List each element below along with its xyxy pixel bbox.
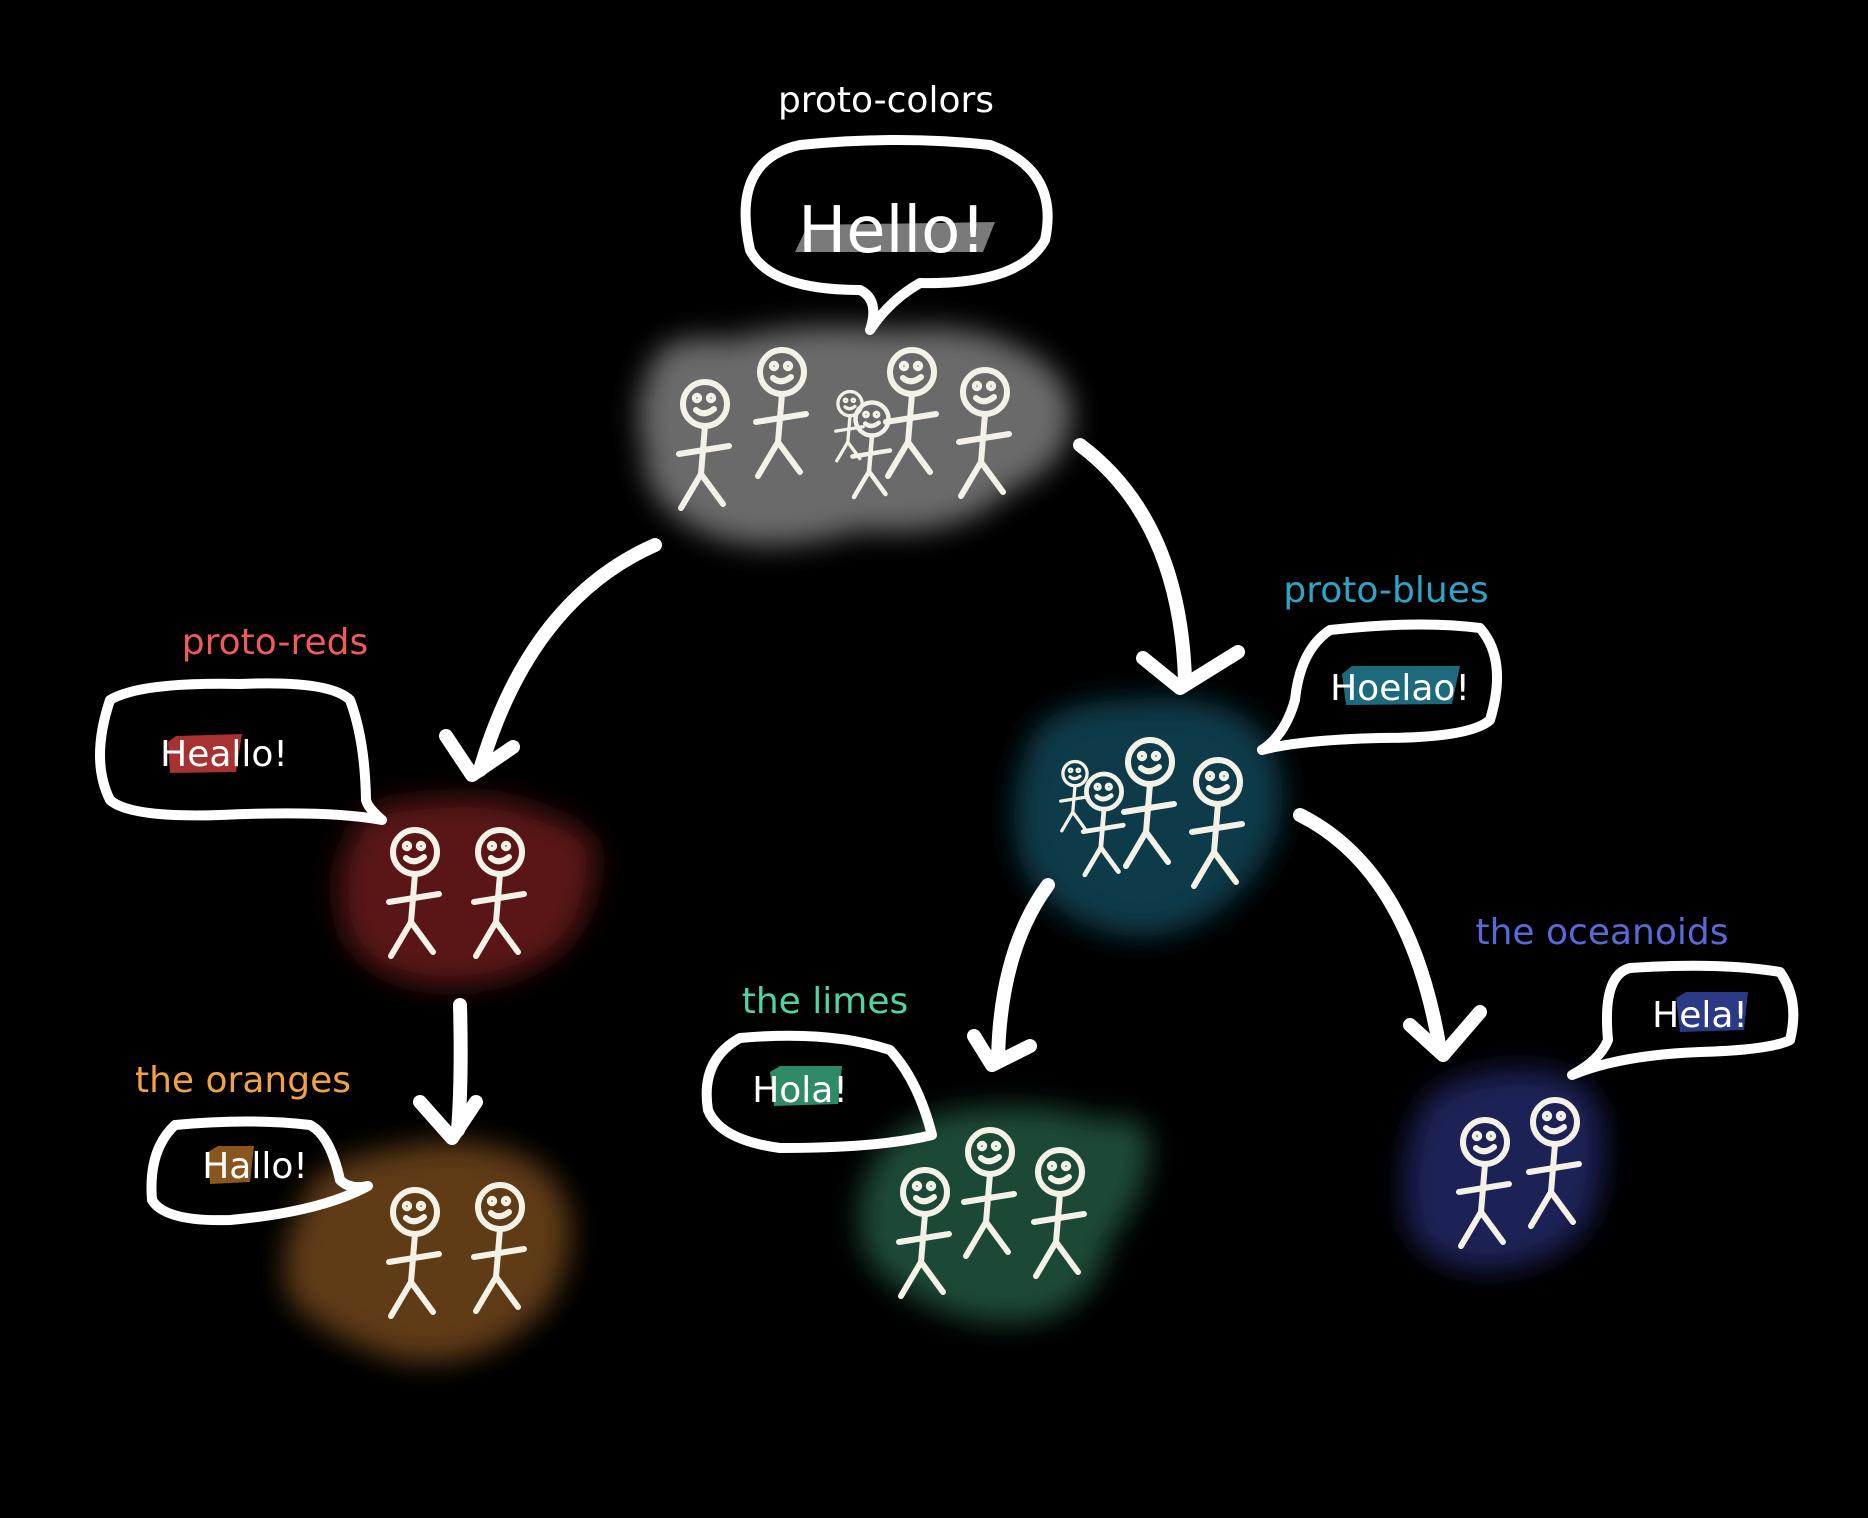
arrow-proto-colors-to-proto-blues: [1073, 438, 1245, 695]
greeting-highlight: [770, 1066, 842, 1106]
speech-bubble-the-oranges: Hallo!: [146, 1116, 373, 1226]
bubble-outline: [701, 1030, 937, 1153]
arrow-proto-reds-to-the-oranges: [413, 998, 483, 1145]
arrow-proto-colors-to-proto-reds: [439, 538, 662, 782]
bubble-outline: [146, 1116, 373, 1226]
blob-fill: [1404, 1069, 1604, 1270]
bubble-outline: [740, 135, 1053, 335]
arrow-head: [1136, 645, 1245, 695]
group-label-proto-blues: proto-blues: [1283, 570, 1488, 611]
greeting-highlight: [795, 222, 995, 252]
greeting-highlight: [1342, 666, 1460, 705]
greeting-text: Hallo!: [202, 1146, 308, 1187]
greeting-text: Hela!: [1652, 995, 1748, 1036]
group-label-proto-reds: proto-reds: [182, 622, 368, 663]
speech-bubble-the-oceanoids: Hela!: [1567, 960, 1799, 1080]
speech-bubble-proto-blues: Hoelao!: [1257, 619, 1503, 755]
arrow-shaft: [1073, 438, 1192, 687]
arrow-head: [967, 1029, 1037, 1072]
arrow-head: [439, 729, 520, 782]
greeting-highlight: [168, 734, 242, 773]
arrow-shaft: [991, 878, 1055, 1067]
arrow-shaft: [451, 998, 468, 1137]
bubble-outline: [95, 678, 387, 825]
blob-fill: [338, 797, 596, 986]
greeting-highlight: [208, 1146, 254, 1184]
group-label-the-oceanoids: the oceanoids: [1475, 912, 1728, 953]
arrow-shaft: [1293, 808, 1447, 1057]
group-label-the-oranges: the oranges: [135, 1060, 351, 1101]
arrow-proto-blues-to-the-oceanoids: [1293, 808, 1487, 1062]
arrow-proto-blues-to-the-limes: [967, 878, 1055, 1072]
speech-bubble-the-limes: Hola!: [701, 1030, 937, 1153]
greeting-text: Heallo!: [160, 734, 288, 775]
bubble-outline: [1567, 960, 1799, 1080]
group-label-the-limes: the limes: [742, 981, 909, 1022]
group-label-proto-colors: proto-colors: [778, 80, 994, 121]
group-blob-proto-reds: [338, 797, 596, 986]
bubble-outline: [1257, 619, 1503, 755]
greeting-highlight: [1676, 992, 1748, 1032]
greeting-text: Hello!: [798, 194, 986, 268]
arrow-head: [1403, 1005, 1487, 1062]
greeting-text: Hoelao!: [1330, 668, 1470, 709]
blob-fill: [284, 1142, 571, 1362]
speech-bubble-proto-reds: Heallo!: [95, 678, 387, 825]
group-blob-the-oceanoids: [1404, 1069, 1604, 1270]
group-blob-the-oranges: [284, 1142, 571, 1362]
speech-bubble-proto-colors: Hello!: [740, 135, 1053, 335]
arrow-shaft: [473, 538, 662, 777]
arrow-head: [413, 1095, 483, 1145]
greeting-text: Hola!: [752, 1070, 848, 1111]
